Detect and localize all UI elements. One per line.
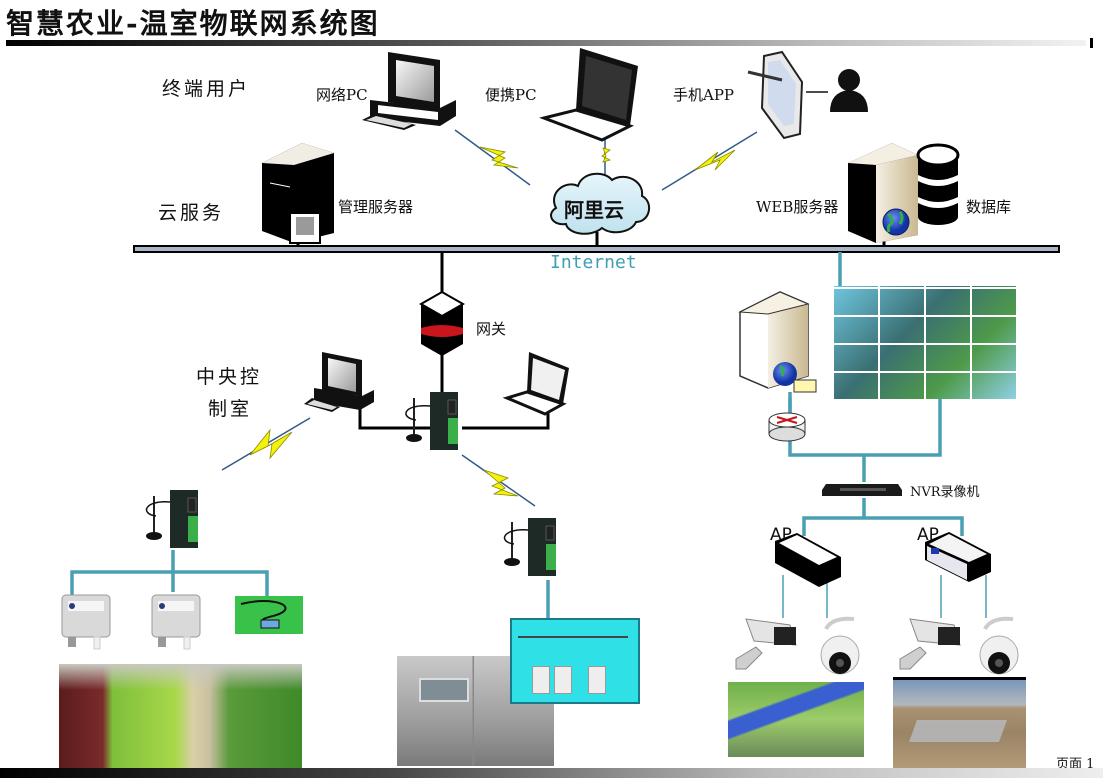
wireless-link-mobile bbox=[661, 131, 758, 191]
camera-links bbox=[782, 575, 987, 618]
control-system-screen-image bbox=[510, 618, 640, 704]
tablet-icon bbox=[747, 50, 804, 140]
soil-sensor-icon bbox=[235, 596, 303, 634]
desktop-pc-icon bbox=[362, 52, 456, 130]
title-bar-end-mark bbox=[1090, 38, 1093, 48]
dome-camera-icon-2 bbox=[979, 616, 1019, 675]
ap-left-label: AP bbox=[770, 525, 792, 545]
title-underline-bar bbox=[6, 40, 1086, 46]
page-title: 智慧农业-温室物联网系统图 bbox=[6, 7, 380, 40]
laptop-icon bbox=[538, 48, 638, 142]
dome-camera-icon bbox=[820, 616, 860, 675]
aliyun-cloud-icon bbox=[550, 172, 651, 235]
ap-switch-left-icon bbox=[775, 533, 841, 587]
control-room-laptop-icon bbox=[502, 352, 569, 416]
management-server-label: 管理服务器 bbox=[338, 198, 414, 216]
gateway-firewall-icon bbox=[418, 290, 466, 356]
greenhouse-field-aerial-photo bbox=[893, 677, 1026, 771]
web-server-label: WEB服务器 bbox=[756, 198, 839, 216]
network-globe-folder-icon bbox=[773, 362, 817, 393]
control-room-pc-icon bbox=[304, 352, 374, 412]
gateway-label: 网关 bbox=[476, 320, 507, 338]
router-icon bbox=[768, 412, 806, 442]
footer-bar bbox=[0, 768, 1103, 778]
video-wall-monitor-image bbox=[834, 286, 1016, 399]
mobile-app-label: 手机APP bbox=[673, 86, 735, 104]
cloud-service-label: 云服务 bbox=[158, 202, 225, 224]
dtu-modem-center-icon bbox=[405, 392, 458, 450]
database-label: 数据库 bbox=[966, 198, 1012, 216]
management-server-icon bbox=[262, 143, 334, 244]
box-camera-icon bbox=[735, 618, 797, 670]
industrial-park-aerial-image bbox=[728, 682, 864, 757]
temp-humidity-sensor-icon-2 bbox=[151, 594, 201, 650]
globe-icon bbox=[882, 208, 910, 236]
nvr-label: NVR录像机 bbox=[910, 485, 980, 500]
box-camera-icon-2 bbox=[899, 618, 961, 670]
greenhouse-photo bbox=[59, 664, 302, 768]
wireless-link-field-dtu bbox=[461, 454, 536, 507]
central-control-label-line1: 中央控 bbox=[196, 366, 263, 388]
wireless-link-network-pc bbox=[454, 129, 531, 186]
network-pc-label: 网络PC bbox=[316, 86, 368, 104]
nvr-recorder-icon bbox=[822, 484, 902, 496]
database-icon bbox=[916, 143, 960, 225]
terminal-users-label: 终端用户 bbox=[162, 78, 251, 100]
central-control-label-line2: 制室 bbox=[208, 398, 253, 420]
temp-humidity-sensor-icon bbox=[61, 594, 111, 650]
dtu-modem-left-icon bbox=[145, 490, 198, 548]
ap-switch-right-icon bbox=[925, 532, 991, 582]
internet-label: Internet bbox=[550, 252, 637, 273]
wireless-link-control-room bbox=[221, 417, 311, 471]
dtu-modem-right-icon bbox=[503, 518, 556, 576]
laptop-pc-label: 便携PC bbox=[485, 86, 537, 104]
aliyun-label: 阿里云 bbox=[564, 198, 624, 222]
ap-right-label: AP bbox=[917, 525, 939, 545]
user-person-icon bbox=[830, 69, 868, 112]
